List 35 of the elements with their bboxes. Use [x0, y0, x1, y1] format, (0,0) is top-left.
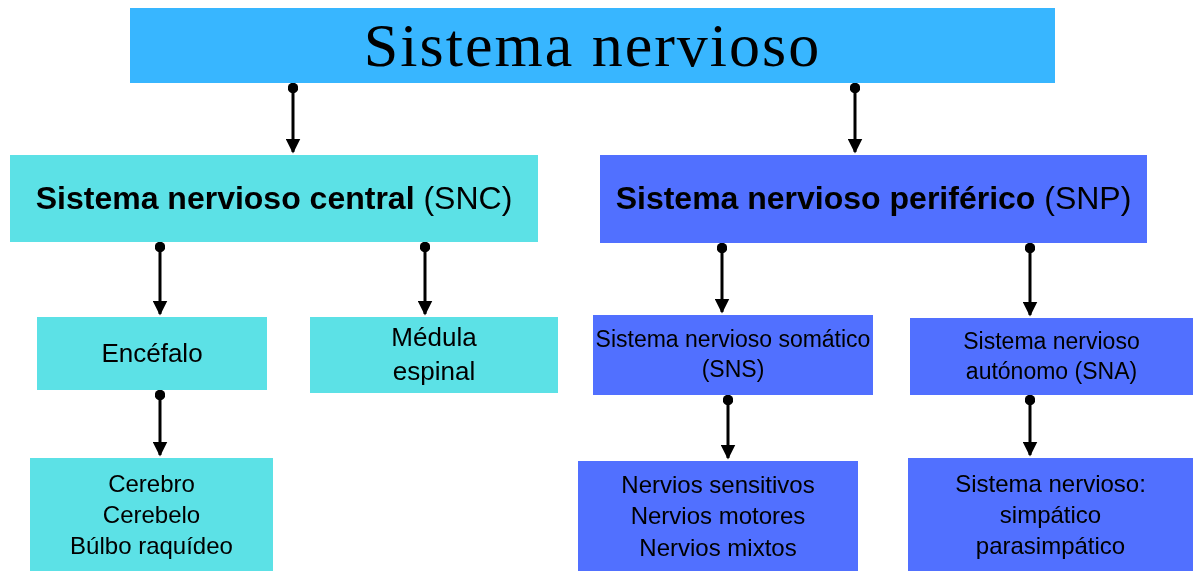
node-text: Cerebro	[108, 468, 195, 499]
concept-box	[910, 318, 1193, 395]
node-text: simpático	[999, 499, 1102, 530]
arrow	[1022, 242, 1038, 317]
title-text: Sistema nervioso	[363, 10, 822, 82]
node-text: Médula espinal	[390, 321, 478, 388]
concept-box	[310, 317, 558, 393]
node-text: Nervios motores	[630, 501, 806, 532]
concept-box	[37, 317, 267, 390]
concept-box	[908, 458, 1193, 571]
node-text: Encéfalo	[101, 336, 203, 370]
node-text: Sistema nervioso autónomo (SNA)	[962, 326, 1141, 386]
node-text: Sistema nervioso central (SNC)	[35, 178, 513, 218]
node-text: Sistema nervioso:	[955, 468, 1146, 499]
concept-box	[578, 461, 858, 571]
arrow	[152, 389, 168, 457]
arrow	[847, 82, 863, 154]
node-text: Nervios mixtos	[639, 532, 797, 563]
concept-box	[30, 458, 273, 571]
arrow	[152, 241, 168, 316]
arrow	[1022, 394, 1038, 457]
arrow	[714, 242, 730, 314]
concept-box	[10, 155, 538, 242]
arrow	[417, 241, 433, 316]
concept-box	[600, 155, 1147, 243]
node-text: Nervios sensitivos	[621, 470, 815, 501]
node-text: Búlbo raquídeo	[70, 531, 233, 562]
arrow	[285, 82, 301, 154]
node-text: Sistema nervioso somático (SNS)	[594, 325, 872, 384]
node-text: Cerebelo	[102, 499, 201, 530]
node-text: parasimpático	[975, 531, 1126, 562]
title-box	[130, 8, 1055, 83]
node-text: Sistema nervioso periférico (SNP)	[615, 179, 1132, 219]
concept-box	[593, 315, 873, 395]
arrow	[720, 394, 736, 460]
